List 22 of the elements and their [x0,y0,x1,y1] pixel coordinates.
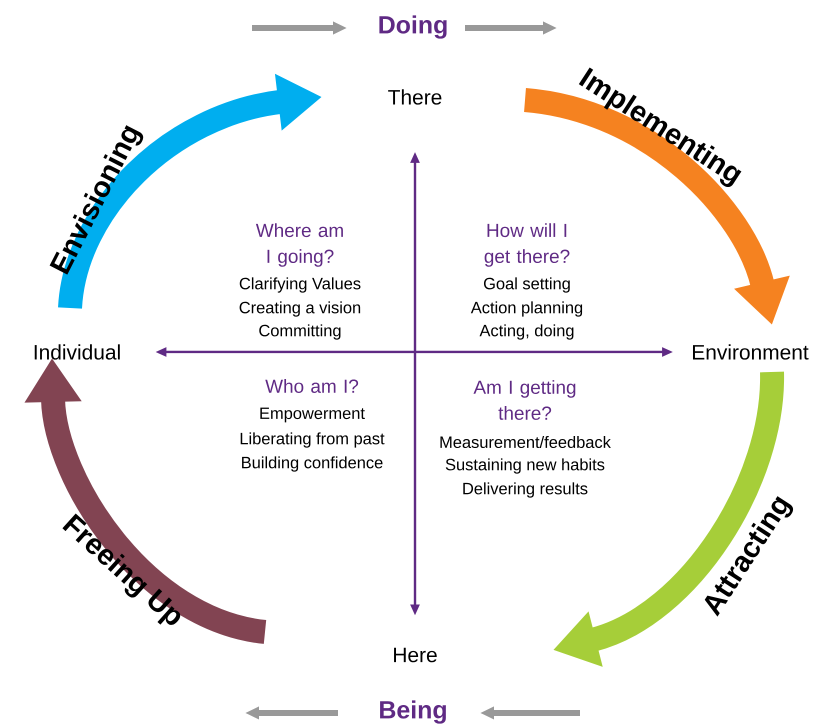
question-heading: Who am I? [265,379,358,393]
practice-text: Acting, doing [480,324,574,340]
practice-text: Delivering results [463,482,588,498]
practice-text: Building confidence [242,456,382,472]
practice-text: Sustaining new habits [446,458,604,474]
practice-text: Committing [259,324,340,340]
axis-label: Individual [34,344,120,360]
axis-label: There [388,89,442,105]
practice-text: Clarifying Values [240,277,360,293]
practice-text: Liberating from past [240,432,384,448]
question-heading: Am I getting there? [473,380,576,420]
axis-label: Environment [693,344,809,360]
question-heading: How will I get there? [484,223,570,267]
practice-text: Empowerment [260,408,365,422]
practice-text: Action planning [470,301,582,317]
axis-label: Here [394,648,437,662]
practice-text: Creating a vision [240,301,360,317]
direction-label: Doing [379,15,447,39]
question-heading: Where am I going? [256,223,343,267]
direction-label: Being [380,700,446,724]
practice-text: Measurement/feedback [440,436,611,448]
practice-text: Goal setting [484,277,570,293]
